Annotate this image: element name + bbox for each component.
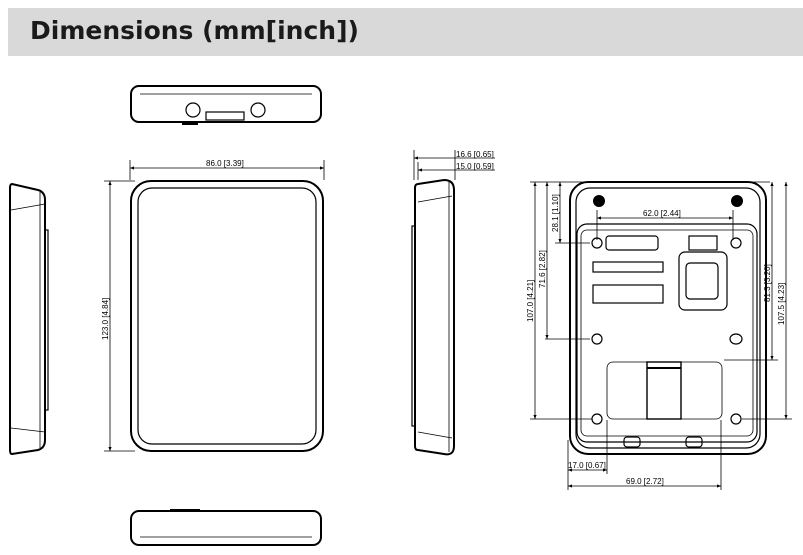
front-view: 86.0 [3.39] 123.0 [4.84] [101,159,325,452]
dim-side-depth-total: 16.6 [0.65] [456,150,494,159]
header-bar: Dimensions (mm[inch]) [8,8,803,56]
dim-side-depth-body: 15.0 [0.59] [456,162,494,171]
dim-back-top-hole: 28.1 [1.10] [551,194,560,232]
right-side-view: 16.6 [0.65] 15.0 [0.59] [411,150,495,456]
dim-front-width: 86.0 [3.39] [206,159,244,168]
dim-back-left-height: 107.0 [4.21] [526,280,535,322]
top-view [130,85,322,125]
dim-back-right-inner: 81.3 [3.20] [763,264,772,302]
dim-back-left-offset: 17.0 [0.67] [568,461,606,470]
dim-back-width: 69.0 [2.72] [626,477,664,486]
dim-back-right-height: 107.5 [4.23] [777,283,786,325]
left-side-view [9,182,49,456]
back-view: 62.0 [2.44] 28.1 [1.10] 71.6 [2.82] 107.… [526,181,792,490]
bottom-view [130,509,322,546]
page-title: Dimensions (mm[inch]) [30,16,359,45]
dim-front-height: 123.0 [4.84] [101,298,110,340]
dim-back-hole-spacing: 62.0 [2.44] [643,209,681,218]
dim-back-mid-hole: 71.6 [2.82] [538,250,547,288]
